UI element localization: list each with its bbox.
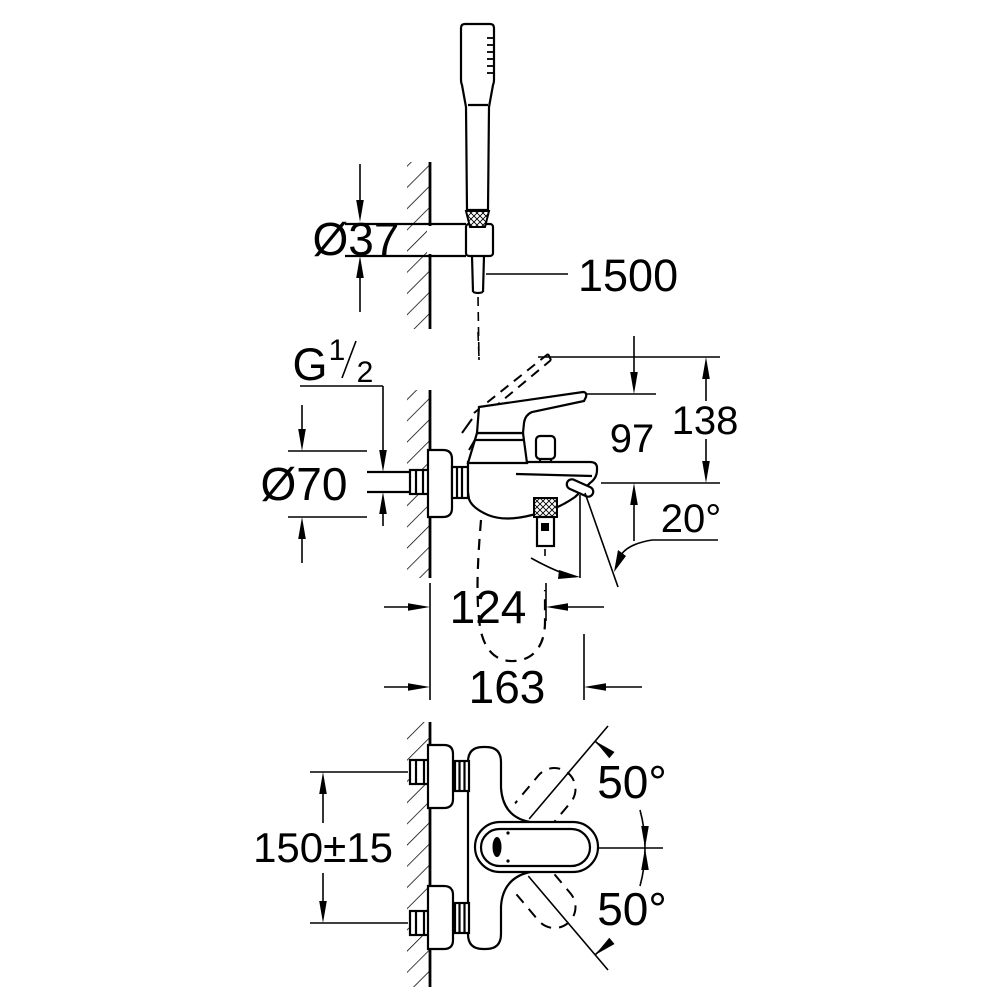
dimension-swivel-upper: 50°: [594, 740, 667, 849]
view-hand-shower: Ø37 1500: [313, 22, 678, 361]
wall-top-view: [407, 162, 432, 329]
dim-text-inlet-distance: 150±15: [253, 824, 393, 871]
dim-text-thread-numerator: 1: [329, 334, 346, 367]
knurled-cone: [464, 210, 491, 228]
temperature-marker: [492, 837, 502, 857]
coupling-nut: [450, 465, 470, 500]
cartridge-dome: [466, 431, 529, 465]
dimension-spout-angle: 20°: [530, 492, 722, 588]
lever-positions-dashed: [504, 767, 577, 929]
dim-text-depth-124: 124: [450, 581, 527, 633]
dim-text-spout-angle: 20°: [661, 497, 722, 541]
inlet-fitting-top: [408, 743, 471, 810]
view-plan-mixer: 50° 50° 150±15: [253, 722, 667, 987]
centerline-hose: [477, 331, 480, 359]
diverter-knob: [534, 434, 557, 463]
shower-head: [459, 22, 496, 228]
dim-text-thread-denominator: 2: [357, 356, 374, 389]
spray-nozzle-ticks: [487, 37, 493, 74]
lever-handle: [475, 390, 588, 435]
dim-text-height-97: 97: [610, 417, 655, 461]
mixer-body: [466, 460, 599, 520]
aerator: [565, 478, 595, 498]
inlet-fitting-bottom: [408, 884, 471, 951]
hose-loop-dashed: [476, 519, 547, 663]
dim-text-swivel-upper: 50°: [597, 756, 667, 808]
view-side-mixer: G 1 2 Ø70 9: [261, 331, 738, 713]
escutcheon: [426, 448, 454, 519]
dim-text-thread-prefix: G: [292, 339, 327, 390]
dimension-heights: 97 138: [538, 336, 738, 541]
dimension-thread-size: G 1 2: [292, 334, 387, 526]
dimension-inlet-distance: 150±15: [253, 771, 408, 924]
dim-text-holder-diameter: Ø37: [313, 213, 400, 265]
dim-text-flange-diameter: Ø70: [261, 458, 348, 510]
dim-text-swivel-lower: 50°: [597, 883, 667, 935]
dimension-flange-diameter: Ø70: [261, 405, 367, 563]
dimension-swivel-lower: 50°: [594, 847, 667, 956]
shower-outlet-connector: [533, 497, 558, 561]
dimension-holder-diameter: Ø37: [313, 164, 400, 312]
lever-handle-plan: [473, 820, 600, 874]
wall-hatching: [407, 162, 430, 329]
dim-text-hose-length: 1500: [578, 250, 678, 301]
dimension-hose-length: 1500: [486, 250, 678, 301]
shower-hose: [470, 255, 486, 361]
dim-text-depth-163: 163: [469, 661, 546, 713]
dim-text-height-138: 138: [672, 399, 739, 443]
dimension-depths: 124 163: [384, 581, 642, 713]
bracket-arm-mask: [427, 226, 466, 254]
swivel-reference-lines: [523, 725, 609, 971]
